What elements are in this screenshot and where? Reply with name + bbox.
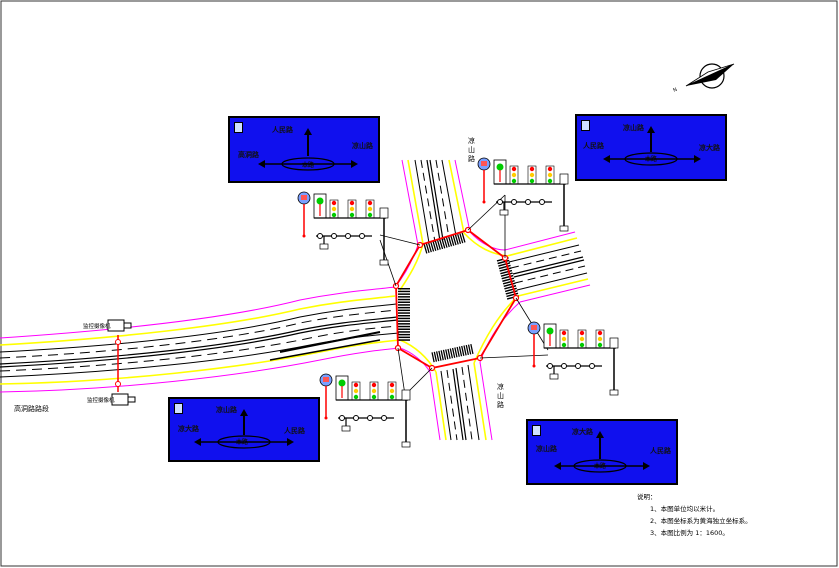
guide-sign-ne: 凉山路 人民路 凉大路 本路 [575,114,727,181]
road-label-west: 高洞路路段 [14,405,49,413]
camera-icon [107,319,132,332]
sign-nw-right: 凉山路 [352,142,373,150]
zebra-crossing [431,343,474,363]
sign-nw-left: 高洞路 [238,151,259,159]
sign-sw-arrows [194,409,294,449]
note-item-1: 1、本图单位均以米计。 [650,505,720,513]
camera-pole [107,319,136,406]
sign-ne-top: 凉山路 [623,124,644,132]
sign-ne-arrows [603,126,701,166]
traffic-signal-icon [297,191,389,266]
note-item-3: 3、本图比例为 1：1600。 [650,529,729,537]
east-road [504,231,591,303]
sign-nw-center: 本路 [302,162,315,169]
zebra-crossings [398,232,519,363]
signal-groups [297,157,619,448]
camera-label-top: 监控摄像机 [83,324,111,330]
sign-ne-right: 凉大路 [699,144,720,152]
notes-title: 说明： [637,493,657,501]
intersection-corners [394,231,521,373]
guide-sign-icon [581,120,590,131]
note-item-2: 2、本图坐标系为黄海独立坐标系。 [650,517,752,525]
sign-sw-right: 人民路 [284,427,305,435]
traffic-signal-icon [477,157,569,232]
sign-se-right: 人民路 [650,447,671,455]
south-road [429,361,493,441]
road-name-south: 凉山路 [497,383,504,409]
north-road [401,159,471,246]
traffic-signal-icon [527,321,619,396]
guide-sign-nw: 人民路 高洞路 凉山路 本路 [228,116,380,183]
svg-text:N: N [672,87,678,94]
road-name-north: 凉山路 [468,137,475,163]
sign-sw-left: 凉大路 [178,425,199,433]
guide-sign-sw: 凉山路 凉大路 人民路 本路 [168,397,320,462]
sign-nw-top: 人民路 [272,126,293,134]
guide-sign-icon [234,122,243,133]
sign-ne-left: 人民路 [583,142,604,150]
signal-control-loop [392,226,520,372]
sign-se-left: 凉山路 [536,445,557,453]
guide-sign-icon [532,425,541,436]
traffic-signal-icon [319,373,411,448]
zebra-crossing [423,232,466,254]
north-arrow-icon: N [672,63,735,94]
sign-sw-top: 凉山路 [216,406,237,414]
camera-icon [111,393,136,406]
zebra-crossing [398,288,410,341]
sign-nw-arrows [258,128,358,171]
guide-sign-se: 凉大路 凉山路 人民路 本路 [526,419,678,485]
sign-se-top: 凉大路 [572,428,593,436]
guide-sign-icon [174,403,183,414]
camera-label-bottom: 监控摄像机 [87,398,115,404]
west-road [0,286,401,393]
sign-se-arrows [554,431,650,473]
